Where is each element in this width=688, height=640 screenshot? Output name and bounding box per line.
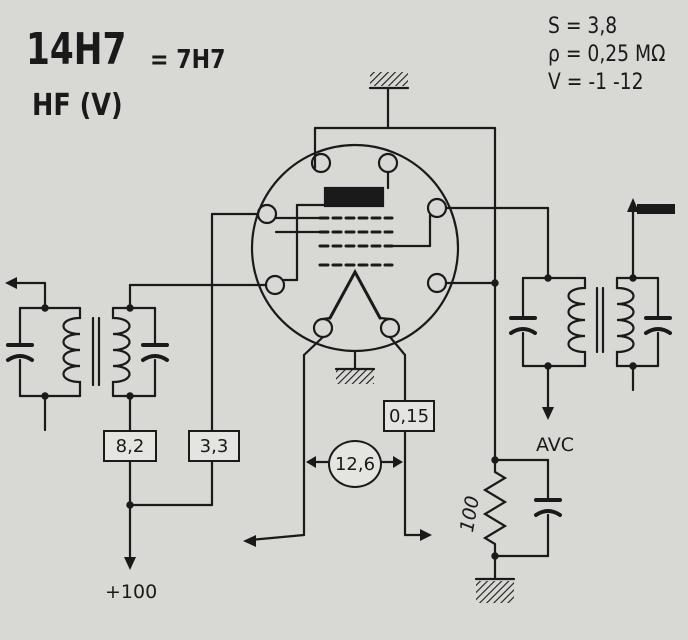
cathode-network — [474, 456, 562, 603]
avc-label: AVC — [536, 434, 575, 456]
filament — [328, 268, 382, 320]
pin — [377, 152, 399, 174]
tube-envelope — [250, 143, 460, 353]
resistor-box-screen: 3,3 — [188, 430, 240, 462]
tube-equivalent: = 7H7 — [150, 45, 225, 75]
left-tank-circuit — [5, 277, 169, 570]
supply-voltage-label: +100 — [105, 581, 158, 603]
anode-plate — [323, 186, 385, 208]
pin — [312, 317, 334, 339]
tube-function: HF (V) — [32, 88, 123, 123]
right-tank-circuit — [509, 198, 675, 420]
cathode-resistor — [482, 458, 508, 558]
heater-current-box: 0,15 — [383, 400, 435, 432]
param-resistance: ρ = 0,25 MΩ — [548, 42, 666, 67]
pin — [264, 274, 286, 296]
pin — [310, 152, 332, 174]
grids — [318, 216, 394, 267]
pin — [426, 272, 448, 294]
tube-type-title: 14H7 — [26, 24, 127, 75]
equivalent-type: 7H7 — [176, 45, 226, 75]
param-transconductance: S = 3,8 — [548, 14, 618, 39]
param-voltage-range: V = -1 -12 — [548, 70, 644, 95]
heater-voltage-circle: 12,6 — [328, 440, 382, 488]
ground-symbol-tube — [336, 370, 374, 384]
resistor-box-left: 8,2 — [103, 430, 157, 462]
ground-symbol-bottom — [476, 581, 514, 603]
ground-symbol-top — [370, 72, 408, 86]
equivalent-separator: = — [150, 45, 169, 75]
pin — [256, 203, 278, 225]
pin — [379, 317, 401, 339]
